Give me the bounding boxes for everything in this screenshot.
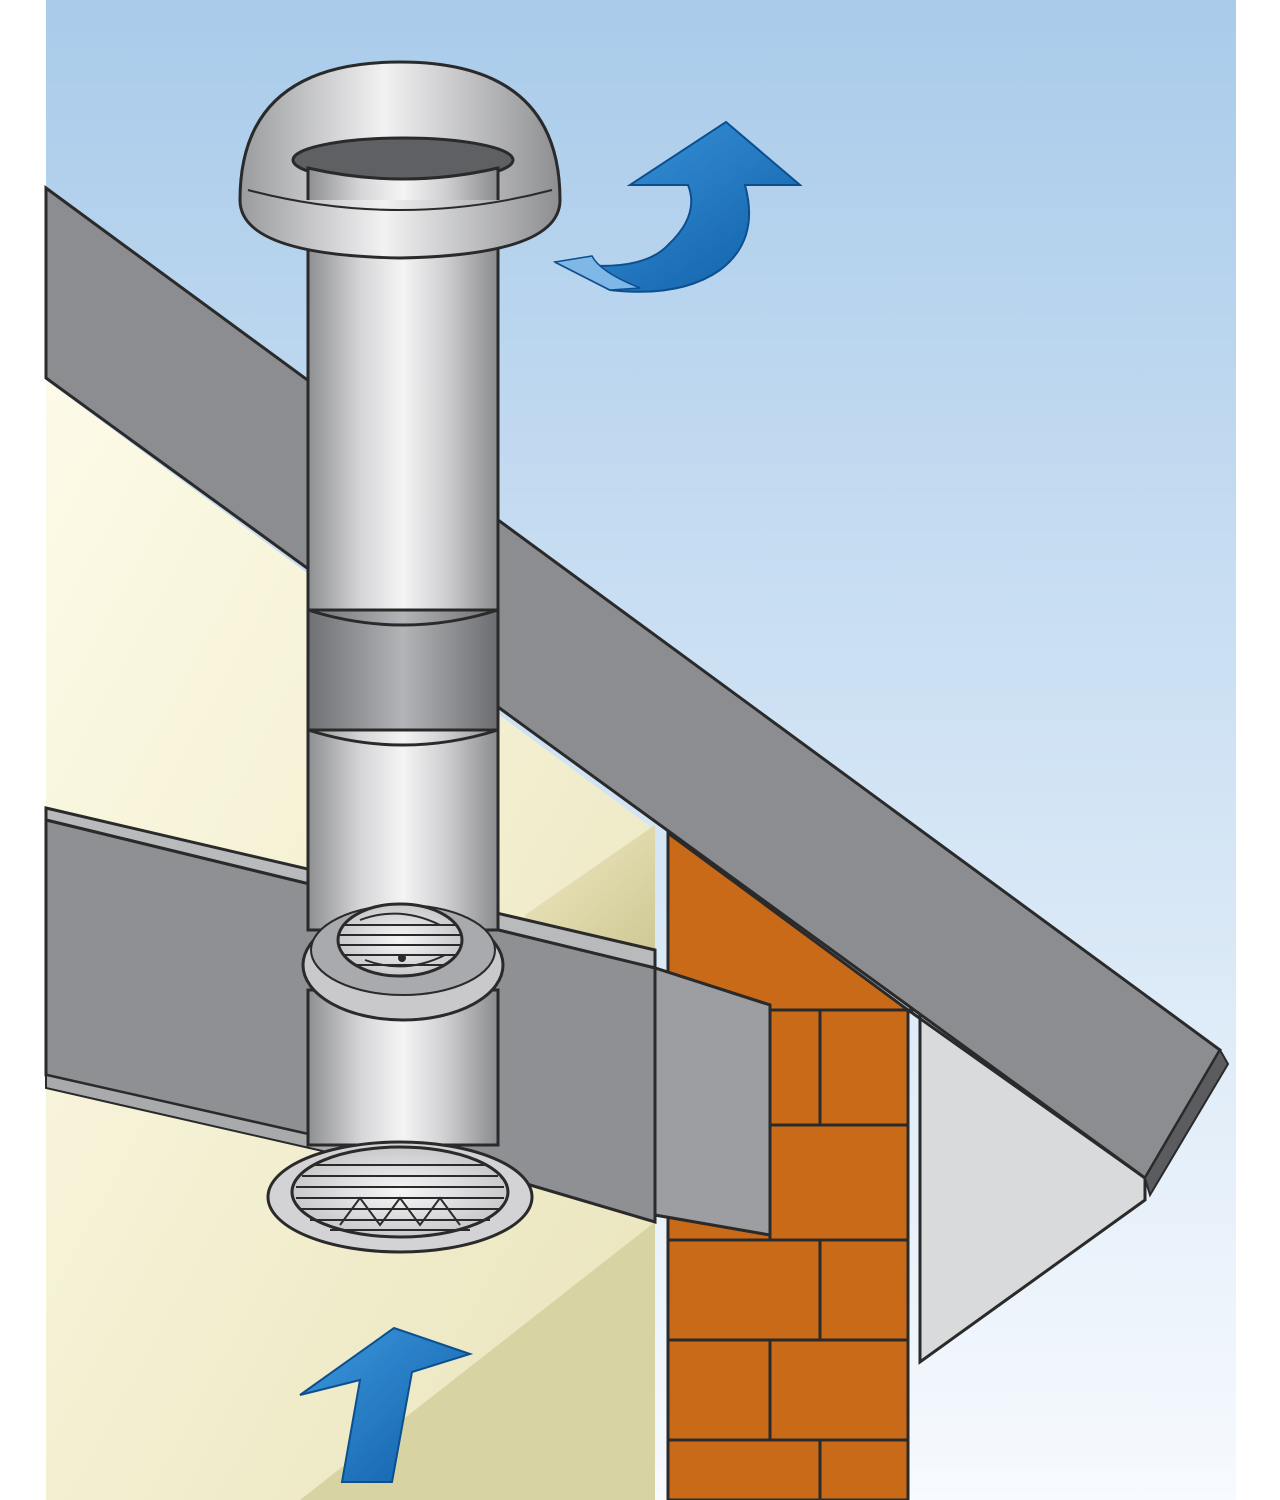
vent-cap (238, 60, 562, 260)
intake-arrow-icon (299, 1326, 474, 1483)
fan-unit (301, 902, 505, 1022)
ceiling-grille (266, 1140, 534, 1254)
vent-pipe (306, 188, 500, 1147)
wall-shade (525, 825, 655, 950)
exhaust-arrow-icon (552, 120, 803, 293)
